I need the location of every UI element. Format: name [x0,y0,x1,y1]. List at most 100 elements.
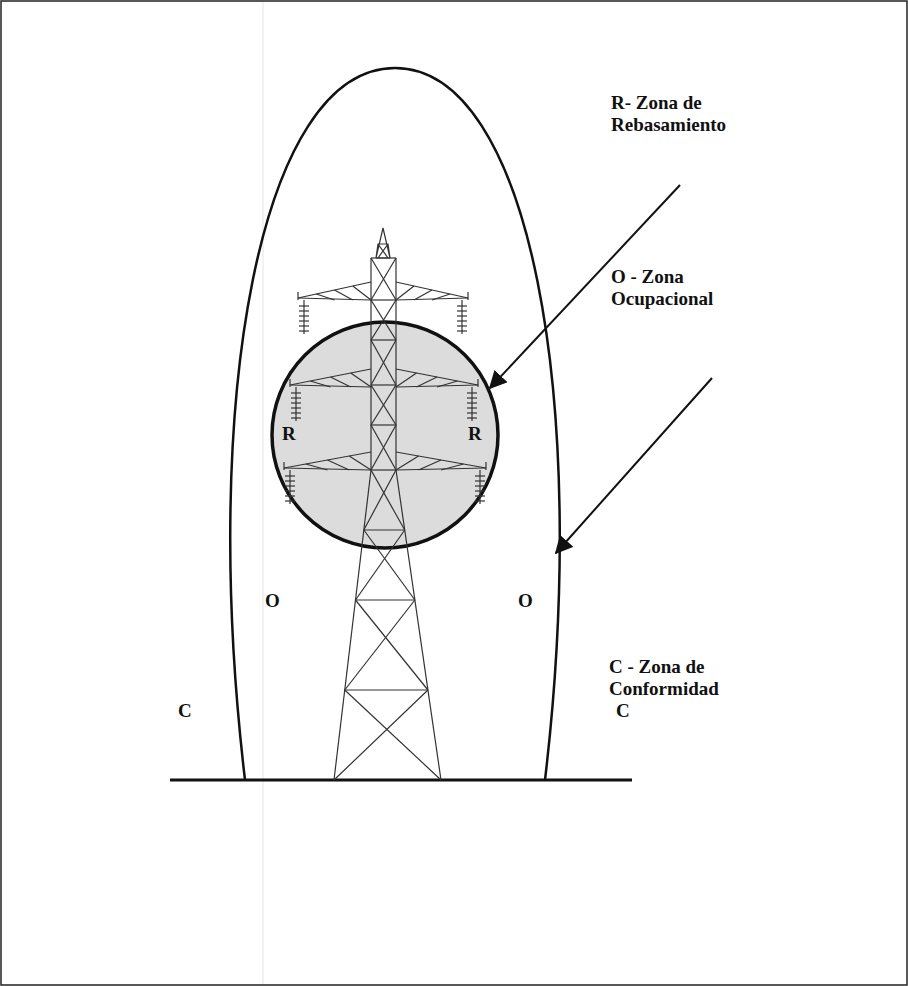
tower-member [414,290,432,300]
tower-member [371,258,396,300]
tower-member [328,460,350,470]
tower-member [417,377,438,387]
tower-member [475,475,485,476]
tower-member [371,469,396,470]
tower-member [467,392,477,393]
zone-letter: O [518,590,533,612]
tower-member [291,392,301,393]
tower-member [467,407,477,408]
occupational-zone-boundary: OORR [195,60,595,782]
tower-member [371,385,396,425]
tower-member [457,330,467,331]
tower-member [285,480,295,481]
tower-member [371,300,396,340]
tower-member [457,320,467,321]
tower-member [467,412,477,413]
tower-member [289,470,290,504]
tower-member [299,305,309,306]
tower-member [316,294,334,300]
tower-member [355,530,404,600]
tower-member [351,373,371,387]
tower-member [371,425,396,470]
tower-member [299,325,309,326]
tower-member [349,456,371,470]
tower-member [485,462,486,470]
tower-member [479,470,480,504]
tower-member [291,397,301,398]
tower-member [345,689,428,690]
tower-member [457,310,467,311]
exceedance-zone-circle: RR [270,320,500,550]
tower-member [475,500,485,501]
zone-callout: O - Zona Ocupacional [611,266,766,310]
tower-member [371,257,396,258]
outline [270,320,500,550]
tower-member [364,529,405,530]
tower-member [396,470,441,780]
tower-member [371,258,396,300]
tower-member [364,530,415,600]
tower-member [475,485,485,486]
tower-member [299,330,309,331]
tower-member [371,425,396,470]
tower-member [299,315,309,316]
tower-member [291,417,301,418]
tower-member [285,490,295,491]
tower-member [289,379,290,387]
tower-member [291,402,301,403]
tower-member [477,379,478,387]
zone-letter: R [282,423,296,445]
tower-member [432,294,450,300]
scan-line [263,2,264,984]
tower-member [291,412,301,413]
tower-member [467,292,468,300]
tower-member [335,290,353,300]
zone-callout: C - Zona de Conformidad [609,656,769,700]
tower-member [467,417,477,418]
tower-member [467,397,477,398]
tower-member [353,286,371,300]
tower-member [297,292,298,300]
tower-member [299,310,309,311]
tower-member [299,320,309,321]
tower-member [310,381,330,387]
tower-member [306,464,328,470]
outline-shape [272,322,498,548]
tower-member [457,315,467,316]
tower-member [371,385,396,425]
tower-member [371,340,396,385]
leader-arrow [556,378,712,553]
tower-member [303,300,304,334]
tower-member [396,373,417,387]
zone-letter: R [468,423,482,445]
tower-member [396,456,419,470]
tower-member [441,464,464,470]
tower-member [345,690,441,780]
tower-member [364,470,396,530]
tower-member [291,407,301,408]
tower-member [371,424,396,425]
tower-member [355,599,414,600]
tower-member [371,470,405,530]
tower-member [345,600,415,690]
tower-member [371,339,396,340]
tower-member [285,475,295,476]
zone-callout: R- Zona de Rebasamiento [611,92,786,136]
tower-member [395,258,396,470]
tower-member [419,460,442,470]
tower-member [475,480,485,481]
tower-member [334,470,371,780]
tower-member [355,600,427,690]
tower-member [457,305,467,306]
tower-member [371,340,396,385]
tower-member [283,462,284,470]
zone-letter: C [178,700,192,722]
tower-member [475,495,485,496]
tower-member [457,325,467,326]
tower-member [371,384,396,385]
tower-member [295,387,296,421]
tower-member [396,286,414,300]
